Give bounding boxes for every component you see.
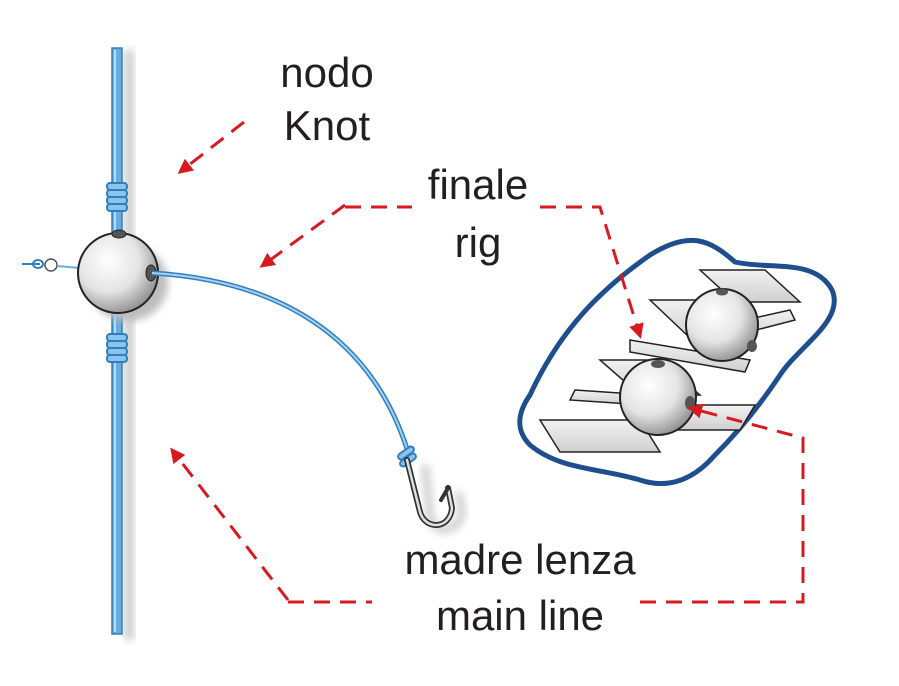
- swivel-icon: [22, 258, 81, 272]
- rack-bead-lower: [619, 358, 697, 436]
- label-knot-en: Knot: [283, 102, 371, 149]
- label-main-line-it: madre lenza: [404, 536, 636, 583]
- label-rig-it: finale: [427, 161, 529, 208]
- fish-hook-icon: [404, 457, 456, 528]
- sliding-bead-icon: [77, 229, 159, 314]
- rig-route-right: [540, 205, 644, 339]
- main-line-shadow: [124, 50, 134, 640]
- label-knot-it: nodo: [280, 49, 374, 96]
- arrows: [170, 120, 805, 604]
- label-main-line-en: main line: [435, 592, 605, 639]
- rack-bead-upper: [685, 288, 759, 362]
- rig-arrow: [259, 203, 346, 268]
- rig-leader: [151, 270, 411, 453]
- main-line-arrow: [170, 447, 290, 601]
- bead-rack-inset: [517, 237, 837, 486]
- label-rig-en: rig: [454, 219, 502, 266]
- main-line-route-right: [640, 403, 805, 604]
- lower-knot: [106, 333, 128, 363]
- upper-knot: [106, 182, 128, 212]
- knot-arrow: [177, 120, 245, 174]
